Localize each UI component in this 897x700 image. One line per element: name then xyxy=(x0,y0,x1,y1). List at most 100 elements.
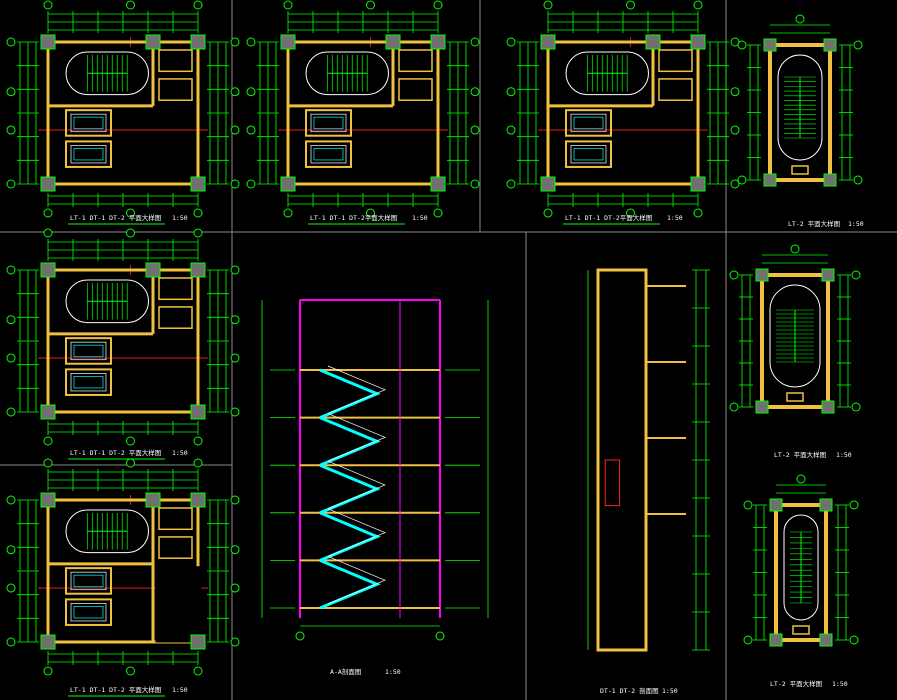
section-2-scale: 1:50 xyxy=(662,687,678,695)
elevator-inner xyxy=(573,116,604,130)
axis-bubble xyxy=(246,125,256,135)
column xyxy=(145,492,161,508)
axis-bubble xyxy=(43,436,53,446)
room xyxy=(658,78,693,101)
stair-rail xyxy=(327,508,386,557)
plan xyxy=(246,0,480,218)
axis-bubble xyxy=(743,500,753,510)
elevator-inner xyxy=(73,344,104,358)
column xyxy=(145,34,161,50)
room xyxy=(158,49,193,73)
axis-bubble xyxy=(796,474,806,484)
wall-outline xyxy=(46,40,200,186)
column xyxy=(145,262,161,278)
shaft-outline xyxy=(596,268,648,652)
plan-narrow xyxy=(729,244,861,414)
column xyxy=(821,268,835,282)
axis-bubble xyxy=(851,270,861,280)
plan-h-title: LT-2 平面大样图 xyxy=(770,679,822,688)
axis-bubble xyxy=(6,125,16,135)
axis-bubble xyxy=(43,458,53,468)
axis-bubble xyxy=(433,208,443,218)
column xyxy=(690,34,706,50)
room xyxy=(158,277,193,301)
axis-bubble xyxy=(230,495,240,505)
elevator-shaft xyxy=(65,140,112,168)
elevator-inner xyxy=(573,148,604,161)
wall-outline xyxy=(46,268,200,414)
column xyxy=(430,34,446,50)
room xyxy=(398,49,433,73)
plan xyxy=(6,0,240,218)
axis-bubble xyxy=(230,179,240,189)
plan-b-scale: 1:50 xyxy=(412,214,428,222)
axis-bubble xyxy=(853,40,863,50)
elevator-car xyxy=(570,113,607,133)
elevator-shaft xyxy=(65,598,112,626)
column xyxy=(763,38,777,52)
stair-rail xyxy=(327,413,386,462)
plan-g-title: LT-1 DT-1 DT-2 平面大样图 xyxy=(70,685,161,694)
plan-narrow xyxy=(737,14,863,187)
axis-bubble xyxy=(230,37,240,47)
axis-bubble xyxy=(366,0,375,10)
column xyxy=(40,262,56,278)
axis-bubble xyxy=(246,179,256,189)
stair-well xyxy=(783,514,819,621)
room xyxy=(158,78,193,101)
axis-bubble xyxy=(730,87,740,97)
column xyxy=(540,176,556,192)
elevator-shaft xyxy=(65,109,112,137)
axis-bubble xyxy=(849,635,859,645)
stair-rail xyxy=(327,365,386,414)
axis-bubble xyxy=(6,37,16,47)
axis-bubble xyxy=(543,0,553,10)
column xyxy=(40,176,56,192)
column xyxy=(190,34,206,50)
column xyxy=(819,498,833,512)
shaft-section xyxy=(587,268,710,652)
axis-bubble xyxy=(470,179,480,189)
door xyxy=(791,165,809,175)
elevator-inner xyxy=(73,574,104,588)
axis-bubble xyxy=(283,208,293,218)
axis-bubble xyxy=(230,315,240,325)
elevator-shaft xyxy=(65,567,112,595)
wall-outline xyxy=(774,503,828,642)
axis-bubble xyxy=(435,631,445,641)
plan-f-title: LT-2 平面大样图 xyxy=(774,450,826,459)
axis-bubble xyxy=(6,407,16,417)
axis-bubble xyxy=(470,37,480,47)
axis-bubble xyxy=(193,436,203,446)
stair-section xyxy=(261,299,489,641)
axis-bubble xyxy=(506,87,516,97)
axis-bubble xyxy=(126,436,135,446)
axis-bubble xyxy=(693,0,703,10)
axis-bubble xyxy=(230,87,240,97)
room xyxy=(158,507,193,531)
plan-h-scale: 1:50 xyxy=(832,680,848,688)
stair-well xyxy=(769,284,821,388)
axis-bubble xyxy=(729,270,739,280)
column xyxy=(40,404,56,420)
column xyxy=(190,176,206,192)
axis-bubble xyxy=(126,0,135,10)
stair-well xyxy=(65,279,149,324)
elevator-car xyxy=(70,113,107,133)
elevator-inner xyxy=(73,148,104,161)
plan-narrow xyxy=(743,474,859,647)
room xyxy=(158,536,193,559)
elevator-inner xyxy=(73,376,104,389)
axis-bubble xyxy=(43,208,53,218)
section-2-title: DT-1 DT-2 剖面图 xyxy=(600,686,659,695)
elevator-shaft xyxy=(565,140,612,168)
stair-flight xyxy=(319,368,381,419)
elevator-car xyxy=(70,341,107,361)
axis-bubble xyxy=(366,208,375,218)
axis-bubble xyxy=(230,545,240,555)
elevator-shaft xyxy=(65,337,112,365)
column xyxy=(190,634,206,650)
axis-bubble xyxy=(193,458,203,468)
stair-well xyxy=(305,51,389,96)
